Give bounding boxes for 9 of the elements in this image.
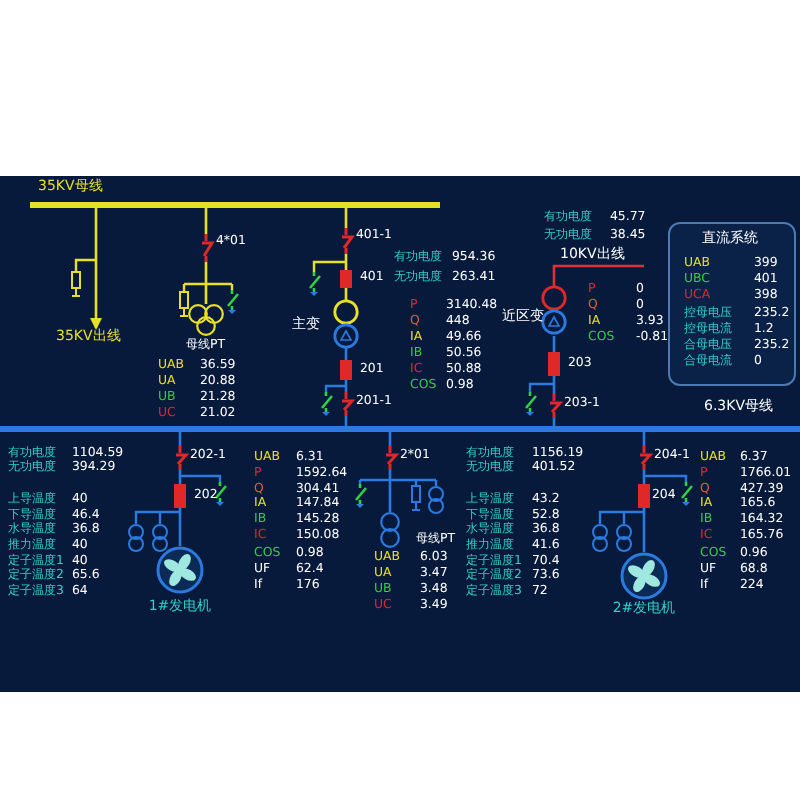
connector-line [204, 208, 208, 234]
connector-line [642, 508, 646, 552]
dc-system-panel [668, 222, 796, 386]
arrow [90, 208, 102, 330]
connector-line [388, 470, 392, 512]
connector-line [344, 208, 348, 228]
connector-line [204, 262, 208, 304]
connector-line [178, 508, 182, 546]
connector-line [552, 264, 644, 286]
